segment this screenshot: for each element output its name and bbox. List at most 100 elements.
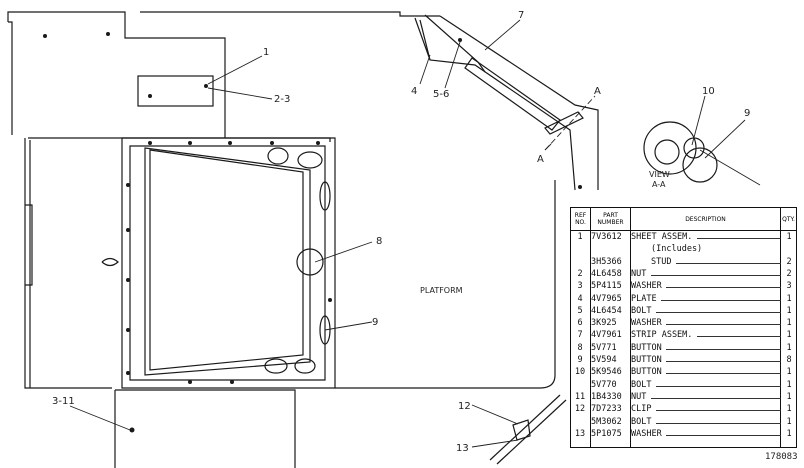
qty-cell: 1	[786, 305, 792, 316]
description-cell: STRIP ASSEM.	[631, 330, 693, 341]
callout-3-11: 3-11	[52, 396, 75, 407]
part-number-cell	[591, 244, 629, 255]
callout-9-view: 9	[744, 108, 750, 119]
qty-cell: 2	[786, 268, 792, 279]
part-number-cell: 5V771	[591, 342, 617, 353]
qty-cell: 1	[786, 293, 792, 304]
callout-1: 1	[263, 47, 269, 58]
part-number-cell: 7D7233	[591, 404, 622, 415]
callout-5-6: 5-6	[433, 89, 449, 100]
callout-12: 12	[458, 401, 471, 412]
description-cell: BOLT	[631, 305, 652, 316]
ref-cell	[571, 380, 589, 391]
description-cell: NUT	[631, 268, 647, 279]
qty-cell: 3	[786, 281, 792, 292]
callout-2-3: 2-3	[274, 94, 290, 105]
lower-box	[115, 389, 296, 468]
ref-cell	[571, 417, 589, 428]
leader-dash	[666, 287, 781, 289]
part-number-cell: 5K9546	[591, 367, 622, 378]
ref-cell: 9	[577, 355, 583, 365]
header-qty: QTY.	[782, 215, 795, 223]
leader-dash	[661, 299, 781, 301]
top-edge	[140, 11, 440, 17]
leader-dash	[697, 238, 781, 239]
part-number-cell: 5P4115	[591, 281, 622, 292]
header-part-number: PART NUMBER	[591, 208, 631, 230]
callout-9-main: 9	[372, 317, 378, 328]
qty-cell: 1	[786, 416, 792, 427]
ref-cell: 8	[577, 342, 583, 353]
description-cell: BUTTON	[631, 342, 662, 353]
leader-dash	[666, 348, 781, 350]
callout-10: 10	[702, 86, 715, 97]
ref-cell: 6	[577, 318, 583, 329]
description-cell: WASHER	[631, 281, 662, 292]
table-row: 5V770 BOLT 1	[571, 380, 796, 391]
description-cell: SHEET ASSEM.	[631, 232, 693, 242]
header-ref: REF NO.	[571, 208, 591, 230]
description-cell: BOLT	[631, 379, 652, 390]
leader-dash	[650, 274, 781, 276]
left-edge	[8, 21, 13, 135]
qty-cell: 1	[786, 318, 792, 329]
description-cell: WASHER	[631, 318, 662, 329]
table-row: 8 5V771 BUTTON 1	[571, 343, 796, 354]
part-number-cell: 5V770	[591, 379, 617, 390]
qty-cell: 1	[786, 404, 792, 415]
upper-right-wall	[439, 15, 599, 190]
leader-dash	[666, 373, 781, 375]
leader-dash	[650, 397, 781, 399]
section-mark-a-right: A	[594, 86, 601, 97]
description-cell: (Includes)	[651, 244, 703, 255]
table-header: REF NO. PART NUMBER DESCRIPTION QTY.	[571, 208, 796, 231]
table-row: (Includes)	[571, 244, 796, 255]
description-cell: STUD	[651, 256, 672, 267]
plate	[137, 75, 214, 107]
strip	[464, 57, 561, 131]
part-number-cell: 5P1075	[591, 428, 622, 439]
qty-cell: 1	[786, 342, 792, 353]
ref-cell: 13	[574, 428, 586, 439]
parts-list-table: REF NO. PART NUMBER DESCRIPTION QTY. 1 7V…	[570, 207, 797, 448]
part-number-cell: 3K925	[591, 318, 617, 329]
qty-cell: 1	[786, 391, 792, 402]
part-number-cell: 4V7965	[591, 293, 622, 304]
leader-dash	[655, 311, 781, 313]
ref-cell	[571, 257, 589, 268]
platform-right	[335, 180, 556, 389]
part-number-cell: 7V3612	[591, 232, 622, 242]
part-number-cell: 4V7961	[591, 330, 622, 341]
description-cell: BOLT	[631, 416, 652, 427]
part-number-cell: 1B4330	[591, 391, 622, 402]
part-number-cell: 4L6458	[591, 268, 622, 279]
qty-cell: 1	[786, 367, 792, 378]
ref-cell: 5	[577, 305, 583, 316]
table-row: 5 4L6454 BOLT 1	[571, 306, 796, 317]
description-cell: BUTTON	[631, 367, 662, 378]
qty-cell: 1	[786, 379, 792, 390]
qty-cell: 2	[786, 256, 792, 267]
part-number-cell: 4L6454	[591, 305, 622, 316]
door-frame-outer	[121, 137, 336, 389]
view-title: VIEW	[649, 170, 670, 179]
callout-13: 13	[456, 443, 469, 454]
part-number-cell: 5V594	[591, 355, 617, 365]
qty-cell	[783, 244, 795, 255]
leader-dash	[697, 336, 781, 338]
door-frame-inner	[129, 145, 326, 381]
description-cell: CLIP	[631, 404, 652, 415]
description-cell: WASHER	[631, 428, 662, 439]
qty-cell: 8	[786, 355, 792, 365]
